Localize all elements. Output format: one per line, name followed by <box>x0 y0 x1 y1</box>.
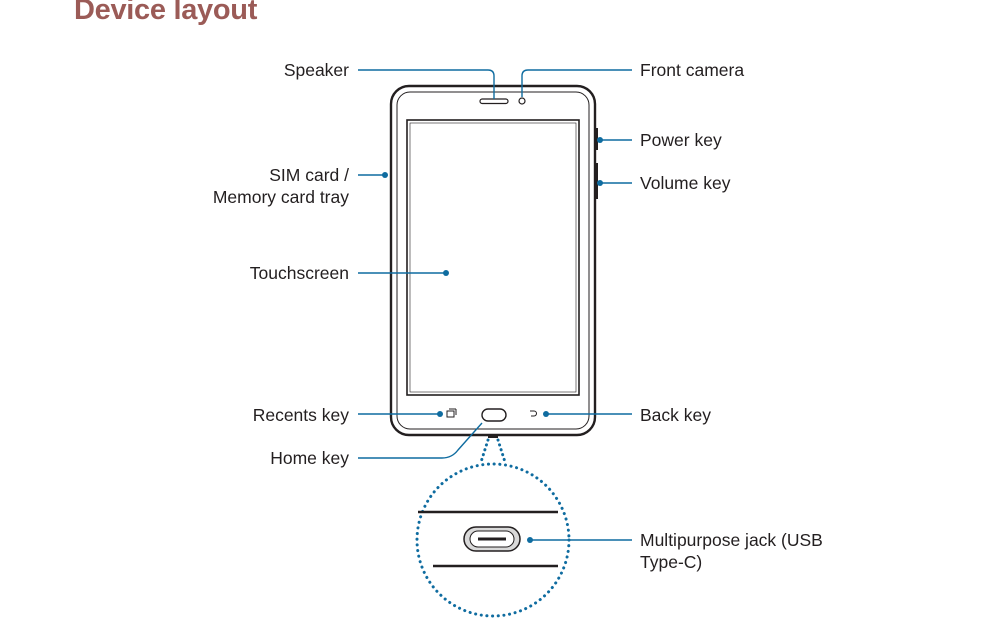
volume-key-label-text: Volume key <box>640 173 731 193</box>
front-camera-callout-line <box>521 69 632 97</box>
volume-key-callout-dot <box>597 180 603 186</box>
power-key-button <box>595 128 598 150</box>
multipurpose-jack-label-line1: Multipurpose jack (USB <box>640 530 823 550</box>
label-speaker: Speaker <box>284 59 349 81</box>
label-front-camera: Front camera <box>640 59 744 81</box>
callout-lines <box>358 69 632 541</box>
tablet-inner-frame <box>396 91 590 430</box>
home-key-shape <box>481 408 507 422</box>
recents-key-callout-dot <box>437 411 443 417</box>
tablet-device <box>389 84 598 438</box>
callout-dots <box>382 137 603 543</box>
home-key-label-text: Home key <box>270 448 349 468</box>
home-key-callout-line <box>358 422 483 459</box>
speaker-label-text: Speaker <box>283 60 349 80</box>
front-camera-label-text: Front camera <box>640 60 745 80</box>
label-multipurpose-jack: Multipurpose jack (USB Type-C) <box>640 529 823 573</box>
recents-key-icon <box>446 410 455 418</box>
tablet-outer-frame <box>389 84 597 437</box>
sim-card-label-line2: Memory card tray <box>212 187 349 207</box>
touchscreen-callout-dot <box>443 270 449 276</box>
volume-key-button <box>595 163 598 199</box>
bottom-port-stub <box>488 435 498 438</box>
zoom-circle-dotted <box>415 462 571 618</box>
page-title: Device layout <box>74 0 258 26</box>
label-recents-key: Recents key <box>253 404 349 426</box>
touchscreen-label-text: Touchscreen <box>249 263 349 283</box>
front-camera-lens <box>518 97 526 105</box>
touchscreen-inner-edge <box>409 122 577 393</box>
power-key-label-text: Power key <box>640 130 722 150</box>
label-volume-key: Volume key <box>640 172 730 194</box>
label-power-key: Power key <box>640 129 722 151</box>
recents-key-label-text: Recents key <box>252 405 349 425</box>
back-key-icon <box>530 410 537 417</box>
label-home-key: Home key <box>270 447 349 469</box>
sim-card-label-line1: SIM card / <box>269 165 349 185</box>
speaker-callout-line <box>358 69 495 99</box>
touchscreen-area <box>406 119 580 396</box>
sim-card-callout-dot <box>382 172 388 178</box>
back-key-label-text: Back key <box>640 405 711 425</box>
label-sim-card: SIM card / Memory card tray <box>213 164 349 208</box>
back-key-callout-dot <box>543 411 549 417</box>
power-key-callout-dot <box>597 137 603 143</box>
label-back-key: Back key <box>640 404 711 426</box>
label-touchscreen: Touchscreen <box>250 262 349 284</box>
speaker-grille <box>479 98 509 105</box>
zoom-connector-dotted <box>479 438 507 464</box>
zoom-detail <box>415 438 571 618</box>
multipurpose-jack-label-line2: Type-C) <box>640 552 703 572</box>
multipurpose-jack-callout-dot <box>527 537 533 543</box>
